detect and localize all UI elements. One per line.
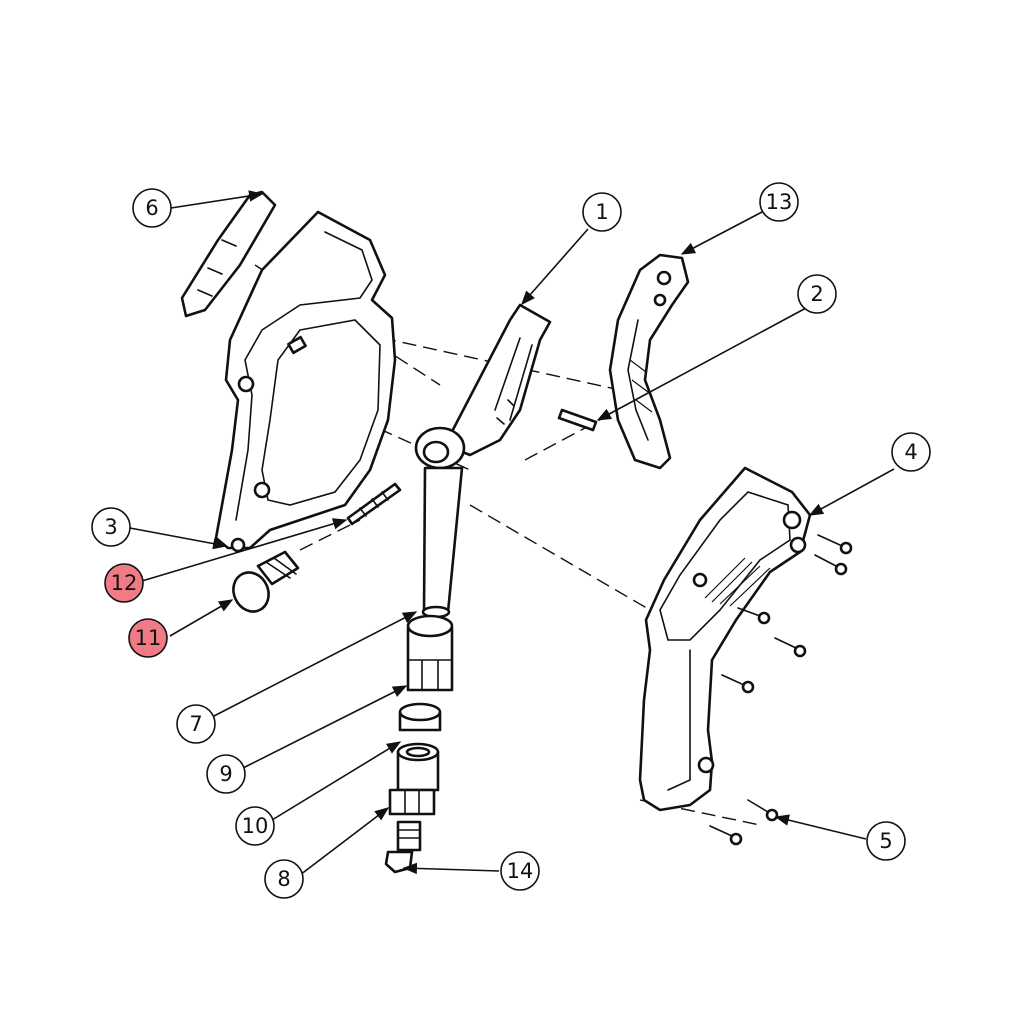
callout-label: 12: [111, 571, 138, 595]
callout-10: 10: [235, 806, 275, 846]
callout-label: 5: [879, 829, 892, 853]
callout-label: 10: [242, 814, 269, 838]
callout-label: 6: [145, 196, 158, 220]
part-6-side-plate: [180, 190, 277, 318]
part-11-cap-plug: [232, 550, 300, 613]
part-8-hex-coupler: [388, 788, 436, 816]
part-4-right-handle: [638, 466, 812, 812]
callout-12: 12: [104, 563, 144, 603]
part-3-left-handle: [214, 210, 397, 553]
callout-8: 8: [264, 859, 304, 899]
part-1-lance-body: [414, 303, 552, 619]
callout-5: 5: [866, 821, 906, 861]
callout-2: 2: [797, 274, 837, 314]
callout-label: 14: [507, 859, 534, 883]
callout-label: 9: [219, 762, 232, 786]
callout-11: 11: [128, 618, 168, 658]
callout-6: 6: [132, 188, 172, 228]
part-10-fitting: [396, 742, 440, 792]
callout-1: 1: [582, 192, 622, 232]
callout-4: 4: [891, 432, 931, 472]
callout-label: 7: [189, 712, 202, 736]
callout-label: 3: [104, 515, 117, 539]
callout-label: 4: [904, 440, 917, 464]
part-9-ring: [398, 702, 442, 732]
part-12-pin: [346, 482, 402, 526]
callout-label: 8: [277, 867, 290, 891]
callout-3: 3: [91, 507, 131, 547]
callout-13: 13: [759, 182, 799, 222]
part-2-trigger-pin: [557, 408, 598, 432]
callout-14: 14: [500, 851, 540, 891]
part-14-quick-plug: [384, 820, 422, 874]
leader-lines: [129, 190, 895, 876]
callout-label: 13: [766, 190, 793, 214]
callout-label: 11: [135, 626, 162, 650]
callout-label: 1: [595, 200, 608, 224]
part-13-trigger: [608, 253, 690, 470]
callout-9: 9: [206, 754, 246, 794]
part-7-nut: [406, 614, 454, 692]
callout-label: 2: [810, 282, 823, 306]
callouts: 1 2 3 4 5 6 7 8 9 10 11 12 13 14: [91, 182, 931, 899]
callout-7: 7: [176, 704, 216, 744]
